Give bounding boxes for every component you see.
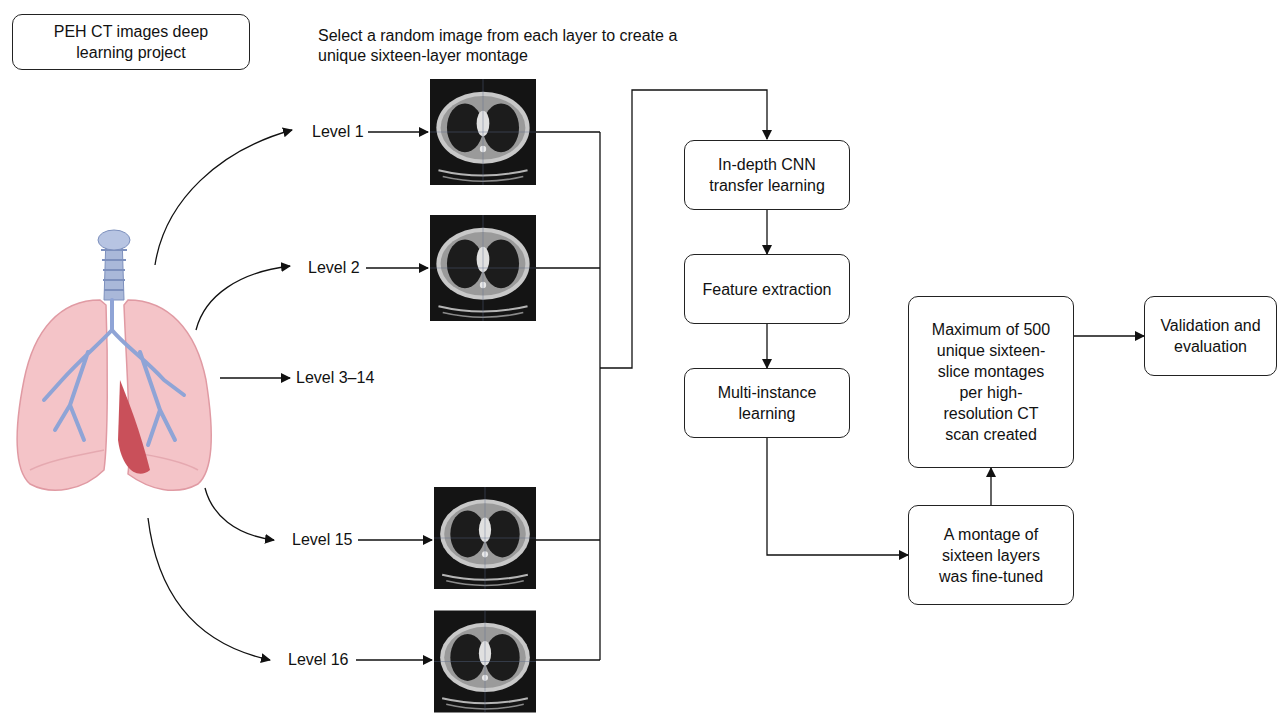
text-group: Feature extraction — [703, 279, 832, 300]
flow-arrow — [990, 468, 991, 505]
flow-arrow — [766, 324, 767, 368]
ct-slices — [430, 79, 536, 713]
level-label: Level 3–14 — [296, 368, 374, 388]
process-box: PEH CT images deep learning project — [12, 14, 250, 70]
level-label: Level 2 — [308, 258, 360, 278]
text-group: Maximum of 500 unique sixteen-slice mont… — [930, 319, 1052, 445]
flow-arrow — [1074, 335, 1144, 336]
box-text: A montage of sixteen layers was fine-tun… — [929, 524, 1054, 587]
level-label: Level 1 — [312, 122, 364, 142]
text-group: Validation and evaluation — [1151, 315, 1270, 357]
process-box: Maximum of 500 unique sixteen-slice mont… — [908, 296, 1074, 468]
text-group: PEH CT images deep learning project — [44, 21, 219, 63]
box-text: In-depth CNN transfer learning — [697, 154, 837, 196]
text-group: Multi-instance learning — [697, 382, 837, 424]
box-text: Maximum of 500 unique sixteen-slice mont… — [930, 319, 1052, 445]
lung-illustration — [17, 230, 211, 490]
level-label: Level 15 — [292, 530, 353, 550]
box-text: Validation and evaluation — [1151, 315, 1270, 357]
process-box: In-depth CNN transfer learning — [684, 140, 850, 210]
process-box: A montage of sixteen layers was fine-tun… — [908, 505, 1074, 605]
process-box: Validation and evaluation — [1144, 296, 1277, 376]
flow-arrow — [766, 210, 767, 254]
level-arrows — [148, 130, 432, 660]
box-text: Multi-instance learning — [697, 382, 837, 424]
box-text: PEH CT images deep learning project — [44, 21, 219, 63]
note-text: Select a random image from each layer to… — [318, 26, 688, 66]
box-text: Feature extraction — [703, 279, 832, 300]
process-box: Multi-instance learning — [684, 368, 850, 438]
text-group: A montage of sixteen layers was fine-tun… — [929, 524, 1054, 587]
text-group: In-depth CNN transfer learning — [697, 154, 837, 196]
process-box: Feature extraction — [684, 254, 850, 324]
level-label: Level 16 — [288, 650, 349, 670]
flow-arrow — [767, 438, 908, 555]
